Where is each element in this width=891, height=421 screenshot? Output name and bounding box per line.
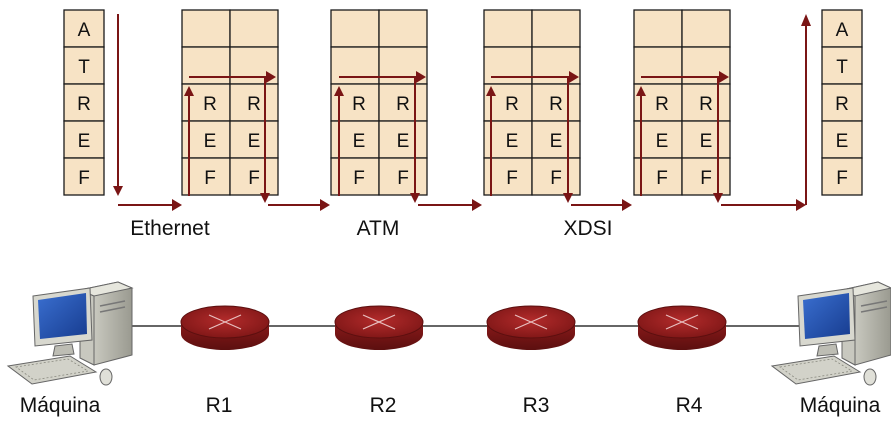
- layer-label-e: E: [836, 131, 849, 152]
- layer-label-r: R: [352, 94, 366, 115]
- layer-cell-r: [821, 83, 863, 122]
- layer-label-a: A: [78, 20, 91, 41]
- layer-label-f: F: [550, 168, 562, 189]
- layer-label-t: T: [78, 57, 90, 78]
- router-stack-r4: R R E E F F: [633, 9, 731, 196]
- router-stack-r3: R R E E F F: [483, 9, 581, 196]
- computer-icon: [770, 281, 891, 386]
- layer-cell-f: [821, 157, 863, 196]
- layer-label-e: E: [248, 131, 261, 152]
- layer-label-r: R: [77, 94, 91, 115]
- layer-label-r: R: [396, 94, 410, 115]
- network-label-xdsi: XDSI: [563, 217, 612, 240]
- layer-label-e: E: [78, 131, 91, 152]
- layer-label-r: R: [203, 94, 217, 115]
- node-label-r1: R1: [206, 394, 233, 417]
- layer-label-t: T: [836, 57, 848, 78]
- layer-label-r: R: [505, 94, 519, 115]
- layer-label-f: F: [78, 168, 90, 189]
- layer-cell-a: [63, 9, 105, 48]
- layer-label-e: E: [204, 131, 217, 152]
- layer-label-r: R: [699, 94, 713, 115]
- layer-label-f: F: [248, 168, 260, 189]
- layer-label-f: F: [700, 168, 712, 189]
- computer-icon: [6, 281, 134, 386]
- layer-label-e: E: [506, 131, 519, 152]
- node-label-maquina-right: Máquina: [800, 394, 881, 417]
- layer-label-f: F: [397, 168, 409, 189]
- layer-cell-f: [63, 157, 105, 196]
- node-label-maquina-left: Máquina: [20, 394, 101, 417]
- layer-label-f: F: [204, 168, 216, 189]
- layer-label-e: E: [397, 131, 410, 152]
- host-stack-right: A T R E F: [821, 9, 863, 196]
- layer-label-f: F: [836, 168, 848, 189]
- network-label-ethernet: Ethernet: [130, 217, 210, 240]
- layer-label-e: E: [353, 131, 366, 152]
- layer-label-a: A: [836, 20, 849, 41]
- node-label-r2: R2: [370, 394, 397, 417]
- router-icon: [180, 305, 270, 350]
- router-icon: [637, 305, 727, 350]
- layer-label-f: F: [656, 168, 668, 189]
- layer-label-r: R: [549, 94, 563, 115]
- layer-cell-t: [821, 46, 863, 85]
- layer-cell-e: [63, 120, 105, 159]
- layer-label-e: E: [550, 131, 563, 152]
- layer-label-r: R: [835, 94, 849, 115]
- router-stack-r2: R R E E F F: [330, 9, 428, 196]
- layer-label-e: E: [700, 131, 713, 152]
- layer-cell-r: [63, 83, 105, 122]
- node-label-r4: R4: [676, 394, 703, 417]
- router-icon: [334, 305, 424, 350]
- layer-label-r: R: [247, 94, 261, 115]
- router-stack-r1: R R E E F F: [181, 9, 279, 196]
- layer-cell-e: [821, 120, 863, 159]
- network-label-atm: ATM: [357, 217, 400, 240]
- layer-label-e: E: [656, 131, 669, 152]
- node-label-r3: R3: [523, 394, 550, 417]
- data-flow-path: [113, 14, 811, 211]
- layer-label-f: F: [506, 168, 518, 189]
- layer-cell-a: [821, 9, 863, 48]
- host-stack-left: A T R E F: [63, 9, 105, 196]
- layer-label-f: F: [353, 168, 365, 189]
- router-icon: [486, 305, 576, 350]
- layer-label-r: R: [655, 94, 669, 115]
